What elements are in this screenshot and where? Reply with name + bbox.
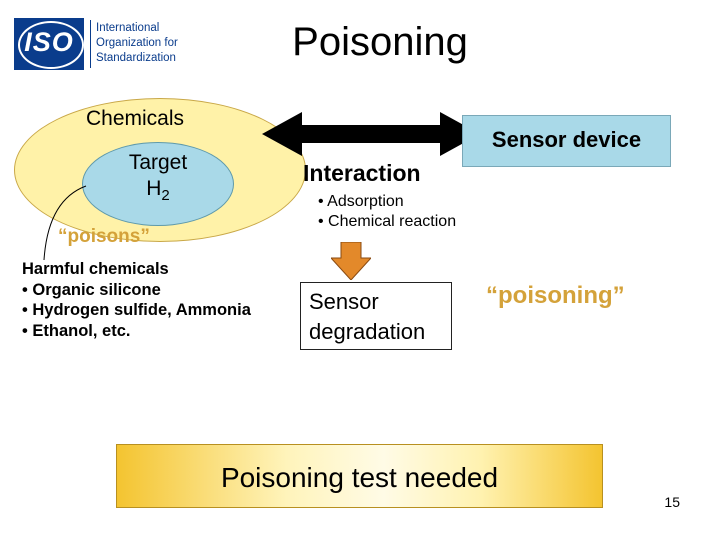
page-number: 15 (664, 494, 680, 510)
list-item: Adsorption (318, 192, 456, 212)
list-item: Chemical reaction (318, 212, 456, 232)
iso-logo: ISO International Organization for Stand… (14, 18, 182, 70)
list-item: Ethanol, etc. (22, 321, 251, 342)
harmful-chemicals-list: Harmful chemicals Organic silicone Hydro… (22, 259, 251, 341)
sensor-degradation-label: Sensor degradation (309, 289, 426, 344)
test-needed-label: Poisoning test needed (220, 462, 499, 493)
target-label: Target H2 (94, 150, 222, 209)
sensor-device-label: Sensor device (491, 127, 642, 152)
logo-divider (90, 20, 91, 68)
interaction-list: Adsorption Chemical reaction (318, 192, 456, 232)
slide-title: Poisoning (292, 20, 468, 64)
harmful-heading: Harmful chemicals (22, 260, 169, 278)
down-arrow-icon (331, 242, 371, 280)
logo-line: Standardization (96, 52, 176, 64)
interaction-double-arrow-icon (262, 112, 480, 156)
sensor-device-box (462, 115, 671, 167)
chemicals-label: Chemicals (86, 107, 185, 130)
sensor-degradation-box (300, 282, 452, 350)
target-line: Target (128, 151, 188, 174)
iso-logo-text: International Organization for Standardi… (96, 21, 196, 66)
poisoning-quote: “poisoning” (486, 282, 625, 309)
logo-line: Organization for (96, 37, 178, 49)
list-item: Hydrogen sulfide, Ammonia (22, 300, 251, 321)
list-item: Organic silicone (22, 280, 251, 301)
target-ellipse (82, 142, 234, 226)
iso-logo-mark-text: ISO (24, 27, 74, 57)
logo-line: International (96, 22, 160, 34)
target-species: H2 (146, 177, 170, 205)
poisons-label: “poisons” (58, 226, 150, 247)
test-needed-box (116, 444, 603, 508)
iso-logo-mark: ISO (14, 18, 84, 70)
poisons-connector (43, 185, 87, 261)
interaction-label: Interaction (303, 160, 421, 186)
